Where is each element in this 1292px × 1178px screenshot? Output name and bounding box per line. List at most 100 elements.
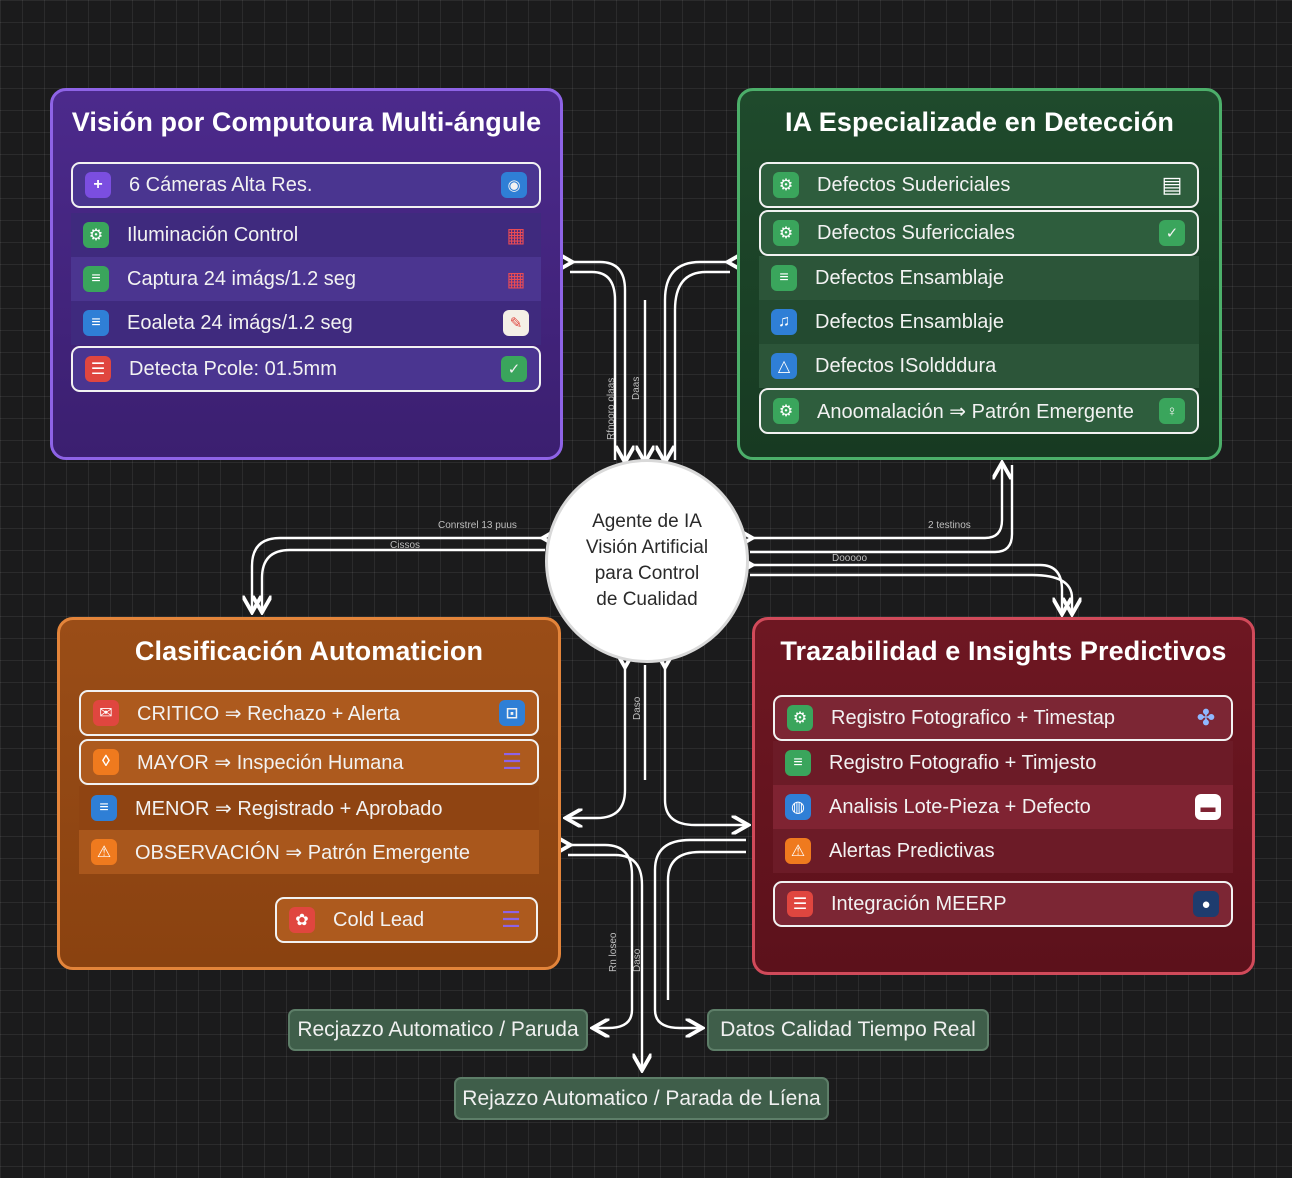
connector-label-left-b: Cissos xyxy=(390,540,421,551)
connector-label-right-a: 2 testinos xyxy=(928,520,971,531)
list-item[interactable]: ☰ Integración MEERP ● xyxy=(773,881,1233,927)
connector-label-bottom-b: Rn loseo xyxy=(608,932,619,972)
row-label: MAYOR ⇒ Inspeción Humana xyxy=(137,751,404,774)
row-label: Cold Lead xyxy=(333,908,425,931)
wire-hub-ia-1 xyxy=(665,262,730,460)
camera-icon: ◉ xyxy=(501,172,527,198)
wire-hub-ia-2 xyxy=(673,270,730,460)
list-item[interactable]: + 6 Cámeras Alta Res. ◉ xyxy=(71,162,541,208)
leaf-icon: ✿ xyxy=(289,907,315,933)
puzzle-icon: ✤ xyxy=(1196,705,1216,730)
row-label: MENOR ⇒ Registrado + Aprobado xyxy=(135,797,443,820)
gear-icon: ⚙ xyxy=(787,705,813,731)
vision-rows: + 6 Cámeras Alta Res. ◉ ⚙ Iluminación Co… xyxy=(71,162,541,394)
warning-icon: ⚠ xyxy=(91,839,117,865)
list-item[interactable]: ≡ MENOR ⇒ Registrado + Aprobado xyxy=(79,786,539,830)
hub-line: Visión Artificial xyxy=(585,537,709,558)
list-item[interactable]: ⚙ Anoomalación ⇒ Patrón Emergente ♀ xyxy=(759,388,1199,434)
mail-icon: ✉ xyxy=(93,700,119,726)
wire-bottom-right-1 xyxy=(665,665,746,825)
panel-title: Trazabilidad e Insights Predictivos xyxy=(780,636,1227,666)
wire-bottom-left-3 xyxy=(568,853,642,1068)
chat-icon: ▬ xyxy=(1195,794,1221,820)
check-icon: ✓ xyxy=(501,356,527,382)
wire-hub-clas-2 xyxy=(262,548,545,610)
gear-icon: ⚙ xyxy=(83,222,109,248)
connector-label-left-a: Conrstrel 13 puus xyxy=(438,520,517,531)
wire-bottom-right-2 xyxy=(653,838,746,1028)
pen-icon: ✎ xyxy=(503,310,529,336)
list-icon: ☰ xyxy=(787,891,813,917)
bell-icon: ♫ xyxy=(771,309,797,335)
list-icon: ≡ xyxy=(83,310,109,336)
chat-icon: ● xyxy=(1193,891,1219,917)
list-item[interactable]: ⚙ Defectos Sudericiales ▤ xyxy=(759,162,1199,208)
row-label: Iluminación Control xyxy=(127,223,299,246)
bars-icon: ☰ xyxy=(501,907,521,932)
list-item[interactable]: ⚙ Defectos Sufericciales ✓ xyxy=(759,210,1199,256)
list-item[interactable]: ◊ MAYOR ⇒ Inspeción Humana ☰ xyxy=(79,739,539,785)
panel-title: IA Especializade en Detección xyxy=(784,107,1175,137)
panel-title: Visión por Computoura Multi-ángule xyxy=(71,107,542,137)
row-label: CRITICO ⇒ Rechazo + Alerta xyxy=(137,702,400,725)
wire-hub-traz-1 xyxy=(750,565,1062,612)
row-label: Defectos Sufericciales xyxy=(817,221,1015,244)
hub-line: Agente de IA xyxy=(592,511,702,532)
document-icon: ▤ xyxy=(1161,172,1183,197)
connector-label-top-a: Rfnooro olaas xyxy=(606,377,617,440)
cold-lead-row[interactable]: ✿ Cold Lead ☰ xyxy=(275,897,538,943)
gear-icon: ⚙ xyxy=(773,398,799,424)
central-agent-node: Agente de IA Visión Artificial para Cont… xyxy=(548,462,746,660)
row-label: Eoaleta 24 imágs/1.2 seg xyxy=(127,311,353,334)
bars-icon: ☰ xyxy=(502,749,522,774)
list-icon: ≡ xyxy=(785,750,811,776)
list-item[interactable]: ≡ Eoaleta 24 imágs/1.2 seg ✎ xyxy=(71,301,541,345)
wire-vision-hub-2 xyxy=(570,270,617,460)
wire-hub-clas-1 xyxy=(252,538,545,610)
list-item[interactable]: ⚠ OBSERVACIÓN ⇒ Patrón Emergente xyxy=(79,830,539,874)
wire-hub-ia-4 xyxy=(750,465,1014,554)
hub-line: de Cualidad xyxy=(596,589,698,610)
list-item[interactable]: ✉ CRITICO ⇒ Rechazo + Alerta ⊡ xyxy=(79,690,539,736)
row-label: Detecta Pcole: 01.5mm xyxy=(129,357,337,380)
bulb-icon: ◊ xyxy=(93,749,119,775)
check-icon: ✓ xyxy=(1159,220,1185,246)
connector-label-right-b: Dooooo xyxy=(832,553,868,564)
gear-icon: ⚙ xyxy=(773,220,799,246)
list-item[interactable]: ⚙ Iluminación Control ▦ xyxy=(71,213,541,257)
panel-title: Clasificación Automaticion xyxy=(134,636,484,666)
row-label: Integración MEERP xyxy=(831,892,1007,915)
pin-icon: ♀ xyxy=(1159,398,1185,424)
grid-icon: ▦ xyxy=(506,268,526,291)
list-item[interactable]: ⚠ Alertas Predictivas xyxy=(773,829,1233,873)
wire-vision-hub-1 xyxy=(570,262,625,460)
list-item[interactable]: ≡ Registro Fotografio + Timjesto xyxy=(773,741,1233,785)
globe-icon: ◍ xyxy=(785,794,811,820)
row-label: Alertas Predictivas xyxy=(829,839,995,862)
wire-bottom-left-1 xyxy=(568,665,625,818)
row-label: Captura 24 imágs/1.2 seg xyxy=(127,267,357,290)
output-right: Datos Calidad Tiempo Real xyxy=(707,1009,989,1051)
bell-icon: △ xyxy=(771,353,797,379)
connector-label-bottom-a: Daso xyxy=(632,696,643,720)
warning-icon: ⚠ xyxy=(785,838,811,864)
connector-label-bottom-c: Daso xyxy=(632,948,643,972)
list-item[interactable]: ≡ Captura 24 imágs/1.2 seg ▦ xyxy=(71,257,541,301)
plus-icon: + xyxy=(85,172,111,198)
list-item[interactable]: ◍ Analisis Lote-Pieza + Defecto ▬ xyxy=(773,785,1233,829)
list-icon: ☰ xyxy=(85,356,111,382)
gear-icon: ⚙ xyxy=(773,172,799,198)
list-icon: ≡ xyxy=(771,265,797,291)
list-item[interactable]: ⚙ Registro Fotografico + Timestap ✤ xyxy=(773,695,1233,741)
output-left: Recjazzo Automatico / Paruda xyxy=(288,1009,588,1051)
connector-label-top-b: Daas xyxy=(631,376,642,400)
list-item[interactable]: △ Defectos ISoldddura xyxy=(759,344,1199,388)
wire-bottom-left-2 xyxy=(568,845,634,1028)
row-label: Defectos Sudericiales xyxy=(817,173,1011,196)
list-item[interactable]: ♫ Defectos Ensamblaje xyxy=(759,300,1199,344)
row-label: Anoomalación ⇒ Patrón Emergente xyxy=(817,400,1134,423)
wire-bottom-right-3 xyxy=(666,850,746,1000)
list-item[interactable]: ☰ Detecta Pcole: 01.5mm ✓ xyxy=(71,346,541,392)
list-item[interactable]: ≡ Defectos Ensamblaje xyxy=(759,256,1199,300)
